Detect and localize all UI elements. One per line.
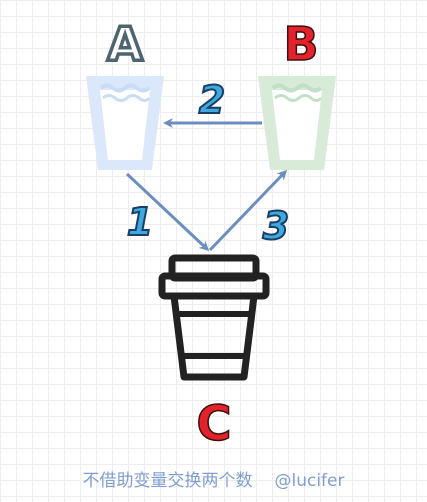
caption-text: 不借助变量交换两个数	[82, 471, 253, 491]
arrow-step-1	[125, 172, 210, 252]
label-c: C	[196, 396, 231, 452]
label-a: A	[107, 17, 143, 71]
arrow-step-3	[208, 169, 288, 252]
glass-a-icon	[86, 76, 164, 170]
coffee-cup-icon	[158, 254, 270, 381]
step-1-label: 1	[127, 200, 153, 244]
glass-b-icon	[258, 76, 336, 170]
label-b: B	[283, 17, 318, 71]
caption-author: @lucifer	[274, 471, 345, 491]
caption: 不借助变量交换两个数 @lucifer	[0, 466, 427, 491]
step-3-label: 3	[263, 204, 289, 248]
step-2-label: 2	[199, 78, 225, 122]
